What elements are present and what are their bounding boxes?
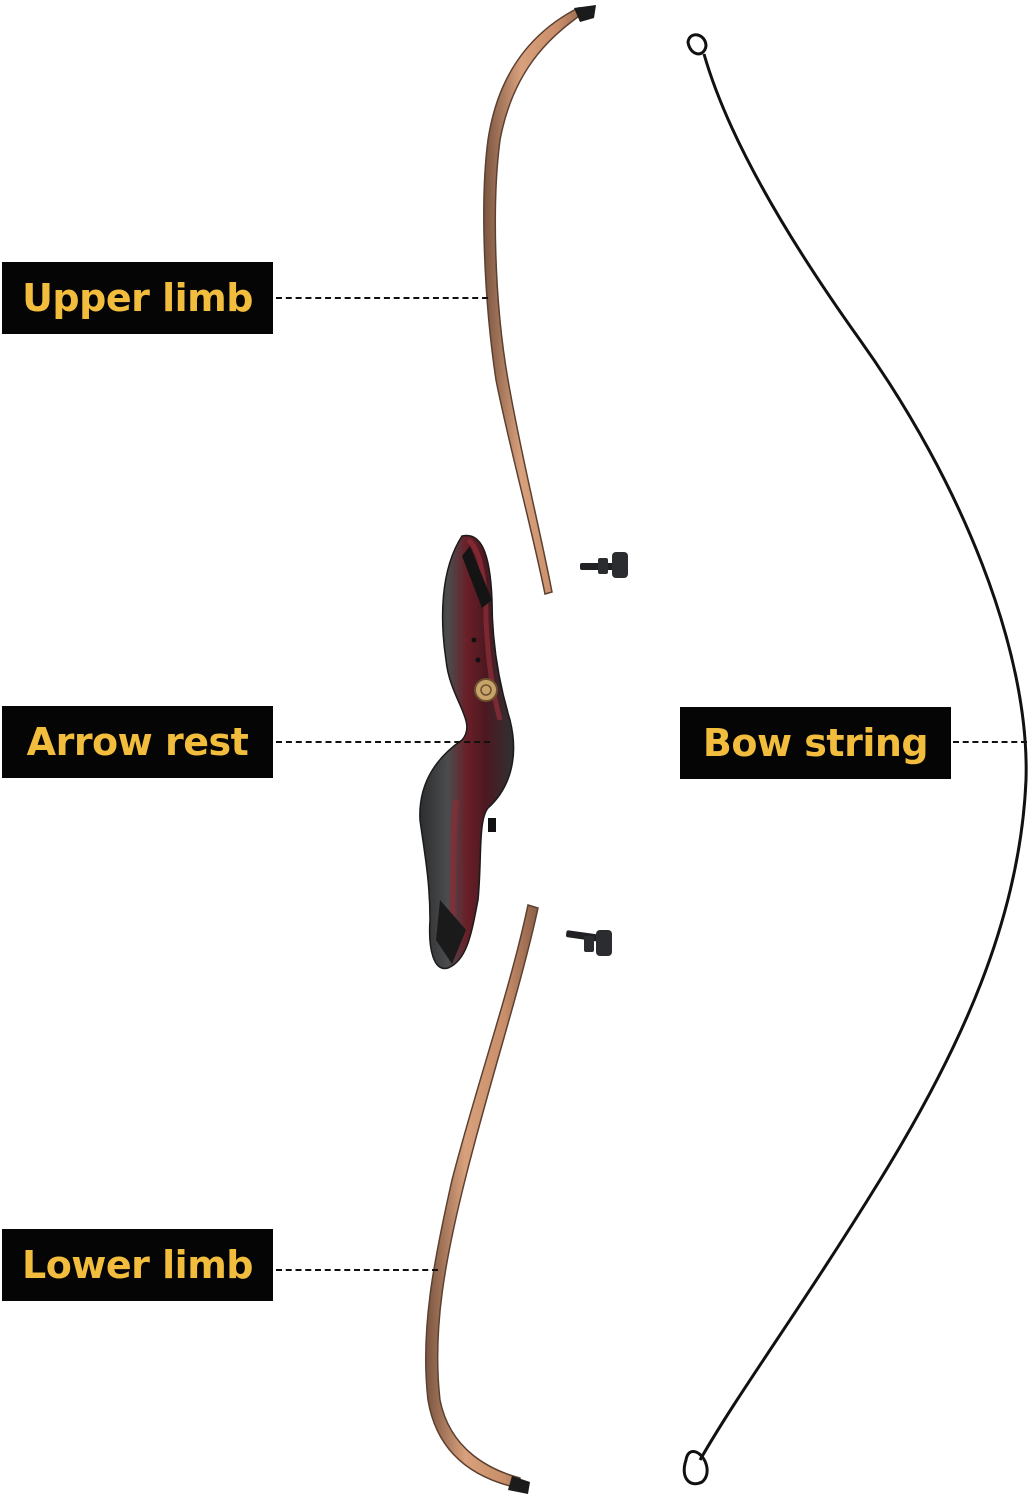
string-body <box>698 53 1028 1461</box>
upper-string-loop <box>686 33 708 56</box>
lower-limb-leader-line <box>276 1269 438 1271</box>
upper-limb <box>483 5 596 595</box>
lower-limb-tip <box>508 1476 530 1494</box>
riser-medallion <box>474 678 498 702</box>
lower-string-loop <box>682 1450 709 1486</box>
bow-string <box>682 33 1028 1486</box>
arrow-rest-label: Arrow rest <box>2 706 273 778</box>
upper-limb-label: Upper limb <box>2 262 273 334</box>
bow-string-label: Bow string <box>680 707 951 779</box>
arrow-rest-leader-line <box>276 741 490 743</box>
riser <box>419 534 515 970</box>
lower-limb <box>424 904 539 1494</box>
upper-limb-bolt <box>580 552 628 578</box>
upper-limb-tip <box>574 5 596 22</box>
lower-limb-label: Lower limb <box>2 1229 273 1301</box>
lower-limb-bolt <box>565 930 612 956</box>
bow-string-leader-line <box>953 741 1027 743</box>
upper-limb-leader-line <box>276 297 488 299</box>
